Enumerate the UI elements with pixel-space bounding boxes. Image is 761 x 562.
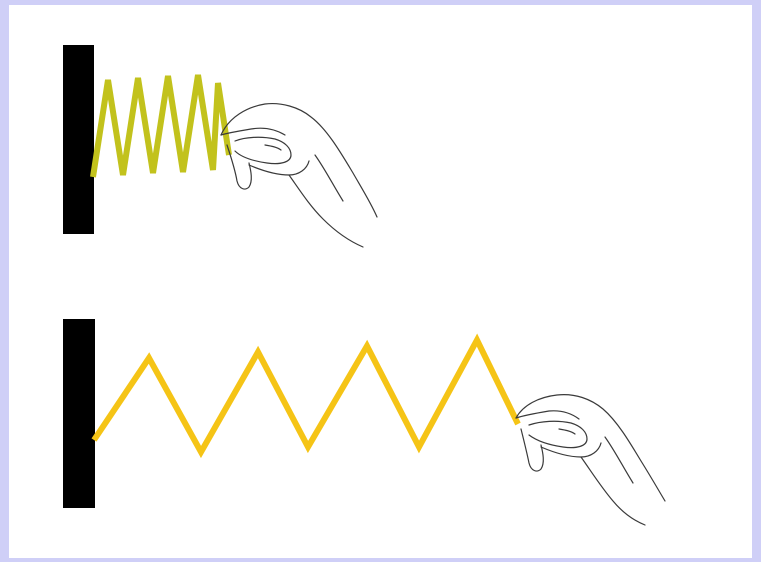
- wall-icon: [63, 319, 95, 508]
- spring-diagram: [9, 5, 752, 558]
- diagram-background: [9, 5, 752, 558]
- wall-icon: [63, 45, 94, 234]
